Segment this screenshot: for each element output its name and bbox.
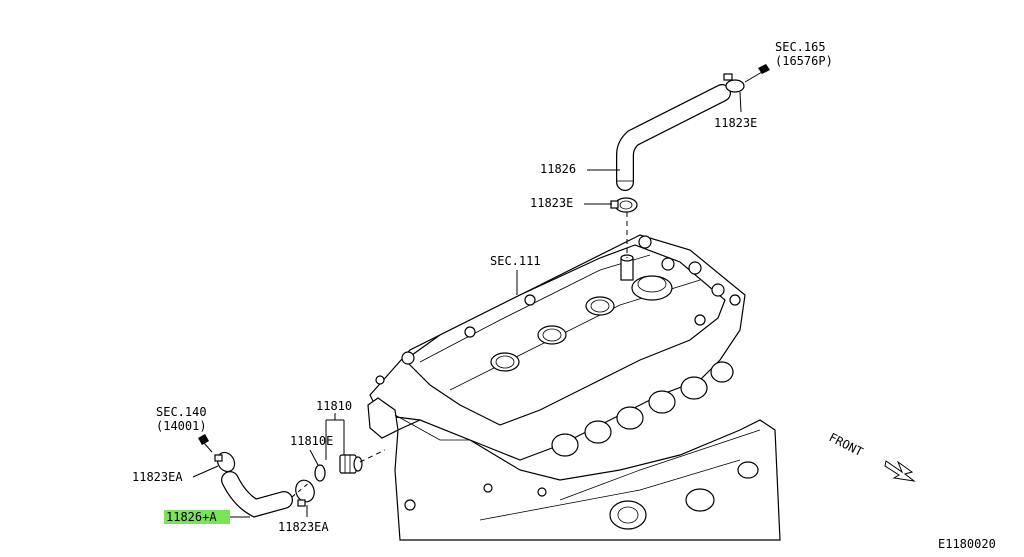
clamp-11823e-mid <box>610 197 638 213</box>
clamp-11823e-top <box>723 73 745 93</box>
fastener-icon-sec165 <box>744 64 770 83</box>
diagram-code: E1180020 <box>938 537 996 551</box>
leader-lines <box>192 91 742 518</box>
label-sec165: SEC.165 <box>775 40 826 54</box>
label-11826a: 11826+A <box>166 510 217 524</box>
label-11810: 11810 <box>316 399 352 413</box>
engine-cylinder-head <box>367 234 781 541</box>
fastener-icon-sec140 <box>198 434 213 453</box>
label-11810e: 11810E <box>290 434 333 448</box>
hose-11826a <box>221 471 293 518</box>
clamp-11823ea-bottom <box>295 479 315 507</box>
label-11823ea-bottom: 11823EA <box>278 520 329 534</box>
highlight-11826a <box>164 510 230 524</box>
label-sec111: SEC.111 <box>490 254 541 268</box>
label-front: FRONT <box>827 430 866 459</box>
label-11823e-top: 11823E <box>714 116 757 130</box>
clamp-11823ea-left <box>214 451 236 473</box>
front-arrow-icon <box>884 460 916 482</box>
label-11826: 11826 <box>540 162 576 176</box>
label-11823ea-left: 11823EA <box>132 470 183 484</box>
label-sec140-sub: (14001) <box>156 419 207 433</box>
label-11823e-mid: 11823E <box>530 196 573 210</box>
hose-11826 <box>616 84 731 191</box>
label-sec165-sub: (16576P) <box>775 54 833 68</box>
label-sec140: SEC.140 <box>156 405 207 419</box>
o-ring-11810e <box>314 464 326 482</box>
pcv-valve-11810 <box>339 454 363 474</box>
